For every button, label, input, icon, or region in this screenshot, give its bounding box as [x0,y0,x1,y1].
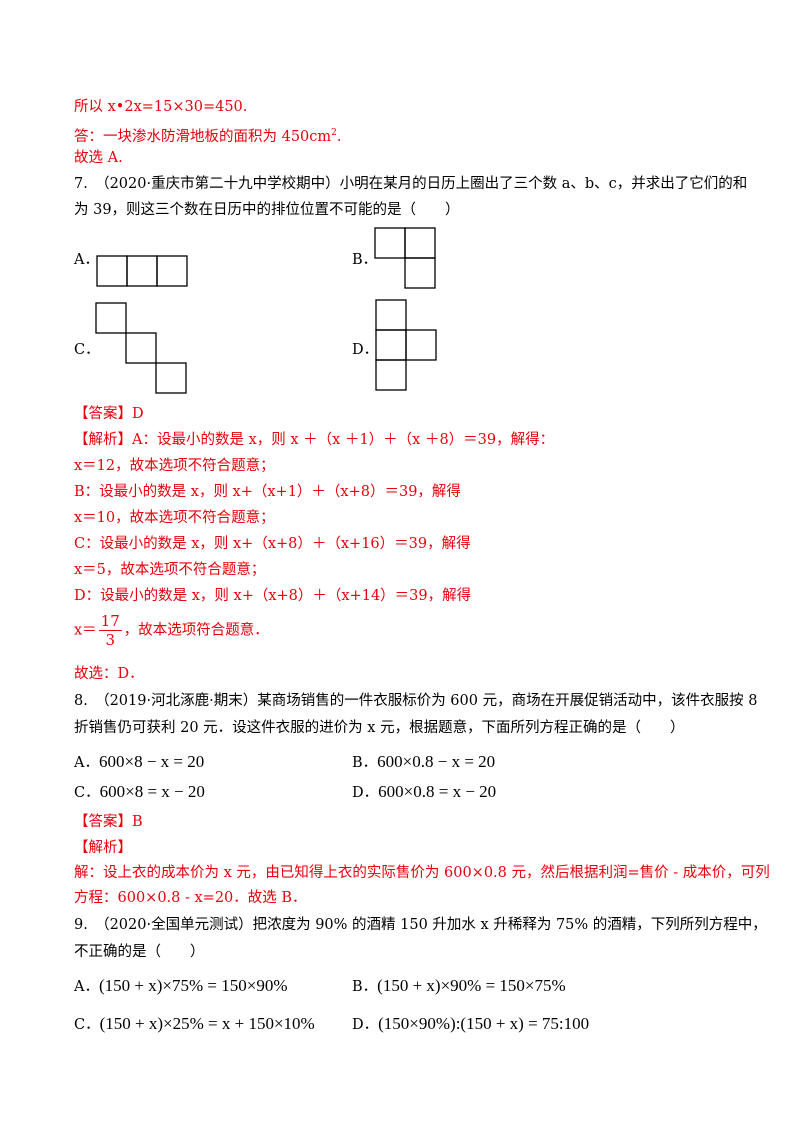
q7-analysis-line-7: D：设最小的数是 x，则 x+（x+8）＋（x+14）＝39，解得 [74,588,472,604]
q7-analysis-line-6: x＝5，故本选项不符合题意； [74,562,266,578]
q8-option-a-equation: 600×8 − x = 20 [98,752,205,771]
prev-answer-text: 答：一块渗水防滑地板的面积为 450cm [74,129,332,145]
q7-option-b-grid [374,227,436,289]
q8-option-a-label: A． [74,755,99,771]
q9-stem-line1: 9. （2020·全国单元测试）把浓度为 90% 的酒精 150 升加水 x 升… [74,917,767,933]
prev-solution-line: 所以 x•2x=15×30=450. [74,99,248,115]
q9-option-c-equation: (150 + x)×25% = x + 150×10% [99,1014,315,1033]
prev-answer-line: 答：一块渗水防滑地板的面积为 450cm2. [74,123,342,147]
q7-analysis-line-3: B：设最小的数是 x，则 x+（x+1）＋（x+8）＝39，解得 [74,484,461,500]
q8-option-c-equation: 600×8 = x − 20 [99,782,205,801]
q7-option-c-grid [95,302,187,394]
q8-analysis-line-2: 方程：600×0.8 - x=20．故选 B． [74,890,307,906]
q9-option-b-equation: (150 + x)×90% = 150×75% [377,976,566,995]
q9-option-a: A．(150 + x)×75% = 150×90% [74,976,287,997]
q9-option-d-label: D． [352,1017,379,1033]
q8-option-a: A．600×8 − x = 20 [74,752,204,773]
q8-analysis-line-1: 解：设上衣的成本价为 x 元，由已知得上衣的实际售价为 600×0.8 元，然后… [74,865,770,881]
q7-analysis-line-2: x＝12，故本选项不符合题意； [74,458,275,474]
prev-choice-line: 故选 A. [74,150,123,166]
q9-option-a-label: A． [74,979,99,995]
q7-option-a-grid [96,255,188,287]
q9-stem-line2: 不正确的是（ ） [74,944,205,960]
q9-option-d: D．(150×90%):(150 + x) = 75:100 [352,1014,589,1035]
prev-answer-sup: 2 [331,128,337,138]
q7-stem-line1: 7. （2020·重庆市第二十九中学校期中）小明在某月的日历上圈出了三个数 a、… [74,176,748,192]
q7-answer: 【答案】D [74,406,144,422]
q9-option-c: C．(150 + x)×25% = x + 150×10% [74,1014,315,1035]
q8-option-b: B．600×0.8 − x = 20 [352,752,495,773]
prev-answer-end: . [336,129,342,145]
q7-option-b-label: B． [352,252,378,268]
q9-option-a-equation: (150 + x)×75% = 150×90% [98,976,288,995]
q9-option-b-label: B． [352,979,378,995]
q7-stem-line2: 为 39，则这三个数在日历中的排位位置不可能的是（ ） [74,202,460,218]
q8-stem-line1: 8. （2019·河北涿鹿·期末）某商场销售的一件衣服标价为 600 元，商场在… [74,693,758,709]
q9-option-b: B．(150 + x)×90% = 150×75% [352,976,566,997]
q7-fraction-suffix: ，故本选项符合题意． [123,622,269,639]
q8-option-d-label: D． [352,785,379,801]
q8-stem-line2: 折销售仍可获利 20 元．设这件衣服的进价为 x 元，根据题意，下面所列方程正确… [74,720,685,736]
q8-option-d: D．600×0.8 = x − 20 [352,782,496,803]
q7-option-d-label: D． [352,342,379,358]
q8-analysis-title: 【解析】 [74,840,132,856]
q8-option-c-label: C． [74,785,100,801]
q7-option-c-label: C． [74,342,100,358]
q7-analysis-line-1: 【解析】A：设最小的数是 x，则 x ＋（x ＋1）＋（x ＋8）＝39，解得： [74,432,555,448]
q7-fraction-denominator: 3 [105,631,115,649]
q8-option-d-equation: 600×0.8 = x − 20 [378,782,497,801]
q7-fraction-prefix: x＝ [74,622,97,639]
q7-analysis-line-4: x＝10，故本选项不符合题意； [74,510,275,526]
q8-option-c: C．600×8 = x − 20 [74,782,205,803]
q9-option-c-label: C． [74,1017,100,1033]
q8-answer: 【答案】B [74,814,143,830]
q8-option-b-equation: 600×0.8 − x = 20 [377,752,496,771]
q7-fraction-numerator: 17 [98,612,122,631]
q7-option-d-grid [375,299,437,391]
q7-analysis-line-5: C：设最小的数是 x，则 x+（x+8）＋（x+16）＝39，解得 [74,536,471,552]
q7-final-choice: 故选：D． [74,666,144,682]
q9-option-d-equation: (150×90%):(150 + x) = 75:100 [378,1014,590,1033]
q7-option-a-label: A． [74,252,99,268]
q8-option-b-label: B． [352,755,378,771]
